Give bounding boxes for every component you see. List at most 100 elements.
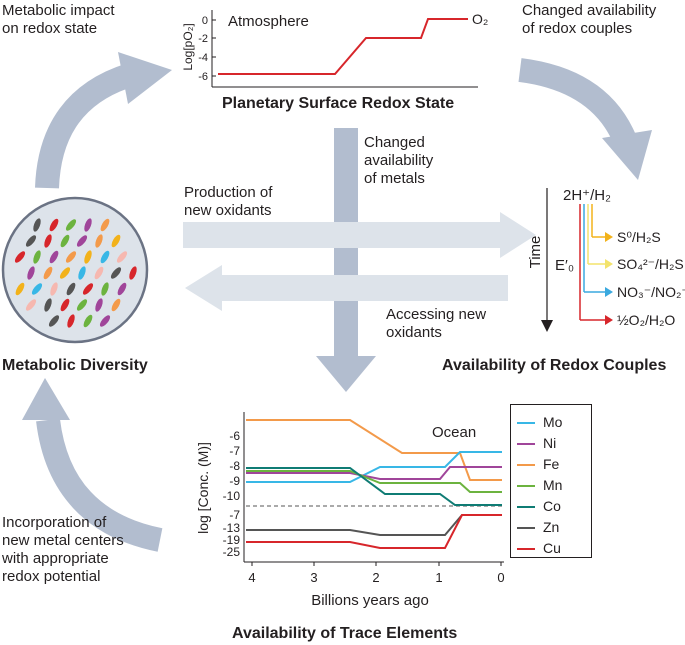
caption-line: oxidants bbox=[386, 324, 442, 341]
microbe-cell bbox=[101, 282, 109, 296]
arrow-right-head bbox=[500, 212, 536, 258]
redox-couple-no3: NO₃⁻/NO₂⁻ bbox=[617, 284, 685, 300]
ocean-xtick-label: 2 bbox=[372, 570, 379, 585]
ocean-xtick-label: 1 bbox=[435, 570, 442, 585]
caption-line: Changed bbox=[364, 134, 425, 151]
arrow-top-right-head bbox=[602, 130, 652, 180]
microbe-cell bbox=[78, 266, 86, 280]
ocean-ytick: -7 bbox=[229, 508, 240, 522]
redox-couple-s: S⁰/H₂S bbox=[617, 229, 661, 245]
legend-swatch bbox=[517, 485, 535, 488]
microbe-cell bbox=[60, 234, 70, 248]
ocean-line-mo bbox=[246, 451, 502, 483]
time-axis-label: Time bbox=[527, 236, 544, 269]
caption-line: Accessing new bbox=[386, 306, 487, 323]
legend-swatch bbox=[517, 464, 535, 467]
arrow-left-shaft bbox=[218, 275, 508, 301]
microbe-cell bbox=[117, 282, 127, 296]
ocean-xtick-label: 3 bbox=[310, 570, 317, 585]
ocean-xtick-label: 4 bbox=[248, 570, 255, 585]
caption-line: Metabolic impact bbox=[2, 2, 115, 19]
redox-panel: 2H⁺/H₂ Time E′₀ S⁰/H₂S SO₄²⁻/H₂S NO₃⁻/NO… bbox=[527, 187, 685, 332]
redox-arrow-no3 bbox=[605, 287, 613, 297]
legend-item: Mo bbox=[517, 414, 562, 430]
ocean-ylabel: log [Conc. (M)] bbox=[195, 442, 211, 534]
caption-line: new oxidants bbox=[184, 202, 272, 219]
microbe-cell bbox=[100, 250, 110, 264]
arrow-top-left bbox=[35, 63, 134, 189]
legend-swatch bbox=[517, 527, 535, 530]
microbe-cell bbox=[50, 282, 58, 296]
microbe-cell bbox=[65, 251, 77, 263]
microbe-cell bbox=[25, 235, 37, 247]
ocean-line-ni bbox=[246, 466, 502, 480]
microbe-cell bbox=[66, 282, 76, 296]
changed-metals-caption: Changed availability of metals bbox=[364, 134, 433, 188]
legend-label: Zn bbox=[543, 519, 560, 535]
redox-couple-so4: SO₄²⁻/H₂S bbox=[617, 256, 684, 272]
legend-label: Fe bbox=[543, 456, 560, 472]
ocean-ytick: -13 bbox=[223, 521, 241, 535]
redox-arrow-s bbox=[605, 232, 613, 242]
microbe-cell bbox=[111, 234, 121, 248]
microbe-cell bbox=[44, 298, 52, 312]
microbe-cell bbox=[15, 282, 25, 296]
atmosphere-label: Atmosphere bbox=[228, 13, 309, 30]
microbe-cell bbox=[60, 298, 70, 312]
caption-line: Incorporation of bbox=[2, 514, 107, 531]
atmosphere-ylabel: Log[pO₂] bbox=[181, 23, 195, 70]
caption-line: availability bbox=[364, 152, 434, 169]
circle-outline bbox=[1, 196, 149, 344]
microbe-cell bbox=[99, 315, 111, 327]
microbe-cell bbox=[25, 299, 37, 311]
legend-swatch bbox=[517, 548, 535, 551]
redox-arrow-so4 bbox=[605, 259, 613, 269]
arrow-top-right bbox=[518, 58, 637, 146]
legend-swatch bbox=[517, 506, 535, 509]
atmosphere-ytick: -6 bbox=[198, 71, 208, 83]
ocean-ytick: -6 bbox=[229, 429, 240, 443]
caption-line: new metal centers bbox=[2, 532, 124, 549]
microbe-cell bbox=[65, 219, 77, 231]
metabolic-impact-caption: Metabolic impact on redox state bbox=[2, 2, 115, 38]
ocean-line-mn bbox=[246, 470, 502, 493]
legend-swatch bbox=[517, 422, 535, 425]
microbe-cell bbox=[43, 266, 53, 280]
microbe-cell bbox=[33, 218, 41, 232]
legend-swatch bbox=[517, 443, 535, 446]
caption-line: Production of bbox=[184, 184, 273, 201]
microbe-cell bbox=[84, 250, 92, 264]
arrow-bottom-left-head bbox=[22, 378, 70, 420]
legend-item: Fe bbox=[517, 456, 559, 472]
legend-item: Co bbox=[517, 498, 561, 514]
atmosphere-ytick: 0 bbox=[202, 15, 208, 27]
metabolic-title: Metabolic Diversity bbox=[2, 357, 148, 374]
microbe-cell bbox=[59, 267, 71, 279]
legend-item: Mn bbox=[517, 477, 562, 493]
legend-label: Mo bbox=[543, 414, 563, 430]
legend-label: Ni bbox=[543, 435, 557, 451]
caption-line: Changed availability bbox=[522, 2, 657, 19]
caption-line: redox potential bbox=[2, 568, 101, 585]
ocean-ytick: -9 bbox=[229, 474, 240, 488]
caption-line: on redox state bbox=[2, 20, 98, 37]
microbe-cell bbox=[27, 266, 35, 280]
microbe-cell bbox=[110, 267, 122, 279]
ocean-ytick: -25 bbox=[223, 545, 241, 559]
legend-item: Cu bbox=[517, 540, 561, 556]
ocean-ytick: -8 bbox=[229, 459, 240, 473]
legend-label: Mn bbox=[543, 477, 563, 493]
incorporation-caption: Incorporation of new metal centers with … bbox=[2, 514, 124, 586]
planetary-title: Planetary Surface Redox State bbox=[222, 95, 455, 112]
microbe-cell bbox=[33, 250, 41, 264]
legend-item: Ni bbox=[517, 435, 556, 451]
microbe-cell bbox=[95, 298, 103, 312]
arrow-top-left-head bbox=[118, 52, 172, 104]
atmosphere-o2-label: O₂ bbox=[472, 11, 488, 27]
arrow-right-shaft bbox=[183, 222, 503, 248]
ocean-ytick: -10 bbox=[223, 489, 241, 503]
redox-title: Availability of Redox Couples bbox=[442, 357, 667, 374]
atmosphere-ytick: -2 bbox=[198, 33, 208, 45]
redox-couple-o2: ½O₂/H₂O bbox=[617, 312, 675, 328]
